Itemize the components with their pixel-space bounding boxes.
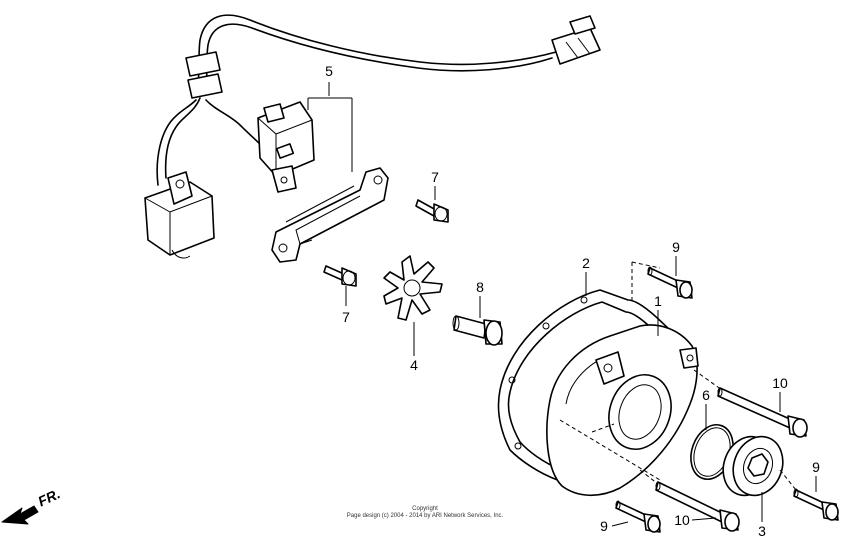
pulley [722,435,784,497]
copyright-title: Copyright [412,506,438,512]
bolt-9-top [647,266,693,299]
alignment-line [693,369,723,391]
direction-label: FR. [35,485,62,509]
bolt-9-right [793,488,839,521]
callout-2: 2 [582,255,590,271]
callout-9b: 9 [812,459,820,475]
callout-7b: 7 [342,309,350,325]
callout-1: 1 [654,293,662,309]
alignment-line [779,469,797,491]
alternator-cover [546,324,699,497]
callout-4: 4 [410,357,418,373]
callout-6: 6 [702,387,710,403]
mounting-bracket [271,167,389,263]
callout-9a: 9 [672,239,680,255]
callout-10b: 10 [674,512,690,528]
wire-harness [156,14,601,186]
callout-5: 5 [325,63,333,79]
leader-5 [307,82,353,172]
bolt-10-upper [717,387,808,438]
callout-7a: 7 [431,169,439,185]
pulse-generator [257,101,315,193]
alignment-line [631,261,661,269]
ignition-coil [144,171,215,259]
bolt-9-bottom [615,500,661,533]
pulse-rotor [383,255,443,321]
bolt-10-lower [655,481,740,532]
alignment-line [639,469,659,485]
callout-3: 3 [758,523,766,539]
copyright-notice: Copyright Page design (c) 2004 - 2014 by… [300,506,550,520]
front-direction-indicator: FR. [1,485,63,525]
bolt-8 [452,315,503,346]
leader-10-lower [691,517,717,521]
callout-10a: 10 [772,375,788,391]
copyright-text: Page design (c) 2004 - 2014 by ARI Netwo… [346,513,504,519]
callout-8: 8 [476,279,484,295]
arrow-front-icon [1,505,39,525]
leader-9-bottom [611,521,629,527]
callout-9c: 9 [600,518,608,534]
bolt-7-lower [323,265,357,287]
bolt-7-upper [415,199,449,223]
